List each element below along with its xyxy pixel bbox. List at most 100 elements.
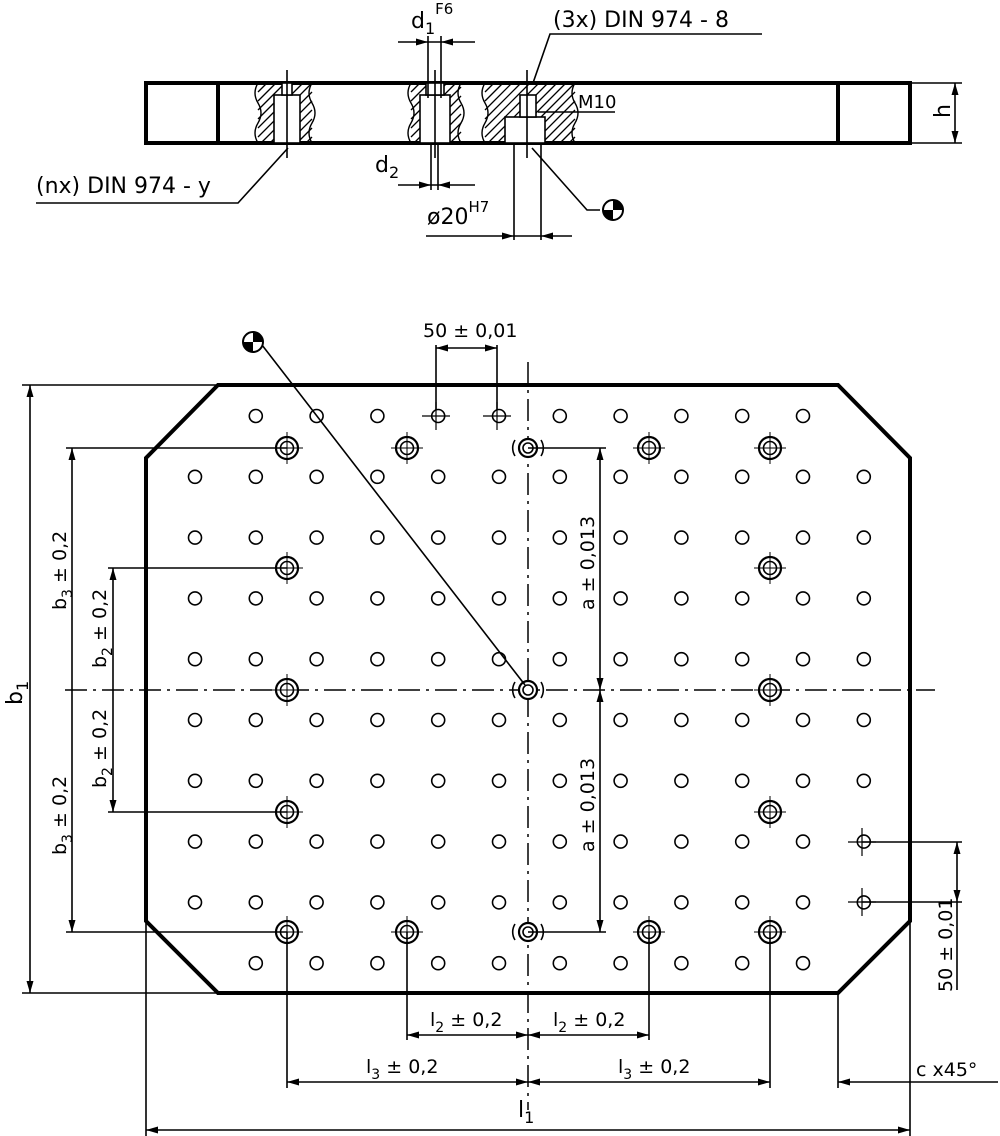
grid-hole (248, 773, 264, 789)
dimension-arrowhead (436, 344, 448, 352)
chamfer-label: c x45° (916, 1059, 977, 1081)
dimension-arrowhead (109, 800, 117, 812)
section-bore (504, 116, 546, 144)
grid-hole (734, 773, 750, 789)
d2-label: d2 (375, 153, 399, 182)
grid-hole (674, 591, 689, 606)
grid-hole (613, 408, 628, 424)
grid-hole (491, 712, 507, 728)
grid-hole (552, 469, 568, 485)
grid-hole (309, 530, 324, 545)
hatch-line (541, 109, 576, 144)
grid-hole (491, 469, 507, 485)
break-line (254, 82, 262, 144)
datum-bush-arc (511, 439, 516, 457)
grid-hole (430, 834, 446, 849)
dimension-arrowhead (953, 842, 961, 854)
grid-hole (795, 834, 811, 849)
grid-hole (491, 773, 507, 789)
grid-hole (187, 834, 203, 849)
grid-hole (248, 651, 264, 667)
a-label-upper: a ± 0,013 (577, 516, 599, 610)
hatch-line (257, 82, 268, 93)
dimension-arrowhead (109, 568, 117, 580)
grid-hole (552, 712, 568, 728)
grid-hole (248, 895, 264, 910)
grid-hole (552, 408, 568, 424)
grid-hole (552, 651, 568, 667)
grid-hole (552, 773, 568, 789)
grid-hole (370, 591, 385, 606)
grid-hole (795, 408, 811, 424)
hatch-line (484, 82, 531, 129)
b3-label-lower: b3 ± 0,2 (49, 776, 76, 855)
hatch-line (487, 82, 549, 144)
section-hatching (254, 82, 579, 144)
grid-hole (309, 591, 324, 606)
grid-hole (491, 591, 507, 606)
dimension-arrowhead (951, 131, 959, 143)
grid-hole (491, 834, 507, 849)
grid-hole (856, 651, 872, 667)
grid-hole (187, 773, 203, 789)
l2-label-right: l2 ± 0,2 (553, 1009, 625, 1036)
grid-hole (734, 712, 750, 728)
grid-hole (309, 712, 324, 728)
grid-hole (430, 773, 446, 789)
grid-hole (674, 895, 689, 910)
grid-hole (248, 469, 264, 485)
dimension-arrowhead (951, 83, 959, 95)
grid-hole (309, 773, 324, 789)
l1-label: l1 (518, 1098, 534, 1127)
grid-hole (856, 591, 872, 606)
grid-hole (674, 408, 689, 424)
grid-hole (613, 955, 628, 971)
grid-hole (309, 408, 324, 424)
din-nx-leader (36, 147, 289, 204)
grid-hole (309, 469, 324, 485)
dia20-label: ø20H7 (427, 198, 489, 230)
datum-bush-arc (511, 923, 516, 941)
h-label: h (931, 104, 956, 118)
grid-hole (856, 712, 872, 728)
grid-hole (370, 895, 385, 910)
grid-hole (370, 469, 385, 485)
grid-hole (430, 712, 446, 728)
dimension-arrowhead (502, 232, 514, 240)
d1-label: d1F6 (411, 0, 453, 38)
hole-grid (187, 402, 876, 971)
dimension-arrowhead (146, 1126, 158, 1134)
datum-bush-arc (511, 681, 516, 699)
dimension-arrowhead (516, 1031, 528, 1039)
grid-hole (734, 408, 750, 424)
grid-hole (856, 530, 872, 545)
grid-hole (552, 834, 568, 849)
grid-hole (491, 955, 507, 971)
datum-bush-hole (517, 679, 539, 701)
grid-hole (309, 834, 324, 849)
grid-hole (187, 651, 203, 667)
grid-hole (734, 834, 750, 849)
dimension-arrowhead (438, 181, 450, 189)
grid-hole (674, 955, 689, 971)
din-3x-leader (532, 33, 762, 84)
dimension-arrowhead (68, 920, 76, 932)
hatch-line (257, 82, 286, 111)
break-line (407, 82, 415, 144)
hatch-line (484, 82, 513, 111)
grid-hole (613, 591, 628, 606)
dimension-arrows (26, 38, 961, 1134)
din-nx-label: (nx) DIN 974 - y (36, 174, 211, 199)
grid-hole (734, 651, 750, 667)
grid-hole (795, 651, 811, 667)
grid-hole (309, 955, 324, 971)
m10-label: M10 (578, 92, 616, 113)
dimension-arrowhead (26, 385, 34, 397)
hatch-line (484, 82, 540, 138)
dimension-arrowhead (26, 981, 34, 993)
dimension-arrowhead (419, 181, 431, 189)
grid-hole (795, 530, 811, 545)
grid-hole (856, 469, 872, 485)
grid-hole (795, 895, 811, 910)
grid-hole (613, 834, 628, 849)
